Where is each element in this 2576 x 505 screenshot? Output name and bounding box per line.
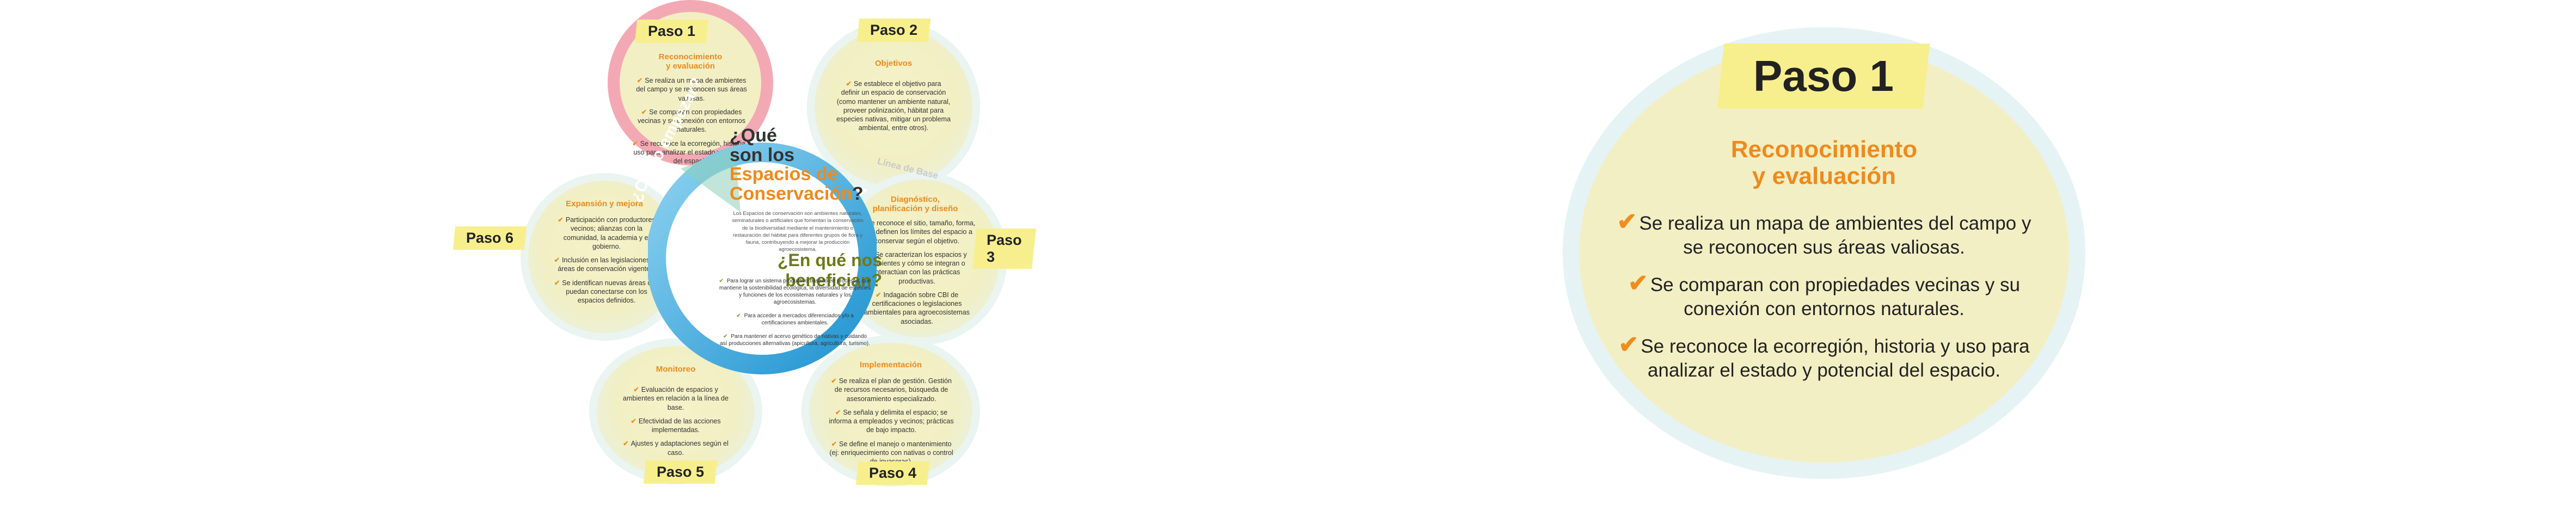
- step-3-tag: Paso 3: [972, 229, 1036, 269]
- step-4-item: ✔Se señala y delimita el espacio; se inf…: [829, 408, 954, 434]
- step-4-tag: Paso 4: [855, 461, 930, 485]
- step-1-bubble[interactable]: Paso 1 Reconocimiento y evaluación ✔Se r…: [620, 12, 761, 165]
- zoom-item: ✔Se realiza un mapa de ambientes del cam…: [1617, 208, 2032, 258]
- step-5-title: Monitoreo: [656, 365, 696, 374]
- zoom-bubble[interactable]: [1579, 44, 2069, 463]
- step-2-title: Objetivos: [874, 59, 913, 68]
- check-icon: ✔: [637, 77, 643, 84]
- center-question-2: ¿En qué nos benefician?: [778, 250, 882, 290]
- step-6-item: ✔Se identifican nuevas áreas que puedan …: [554, 279, 659, 305]
- check-icon: ✔: [1628, 270, 1648, 297]
- check-icon: ✔: [641, 108, 647, 116]
- zoom-title-line1: Reconocimiento: [1730, 136, 1918, 163]
- zoom-tag: Paso 1: [1717, 44, 1930, 109]
- step-2-tag: Paso 2: [856, 19, 931, 42]
- center-question-mark: ?: [852, 183, 864, 205]
- check-icon: ✔: [632, 139, 638, 147]
- step-5-item: ✔Evaluación de espacios y ambientes en r…: [623, 386, 729, 411]
- pointer-wedge: [681, 147, 741, 212]
- check-icon: ✔: [736, 313, 741, 319]
- check-icon: ✔: [831, 377, 837, 385]
- step-6-bubble[interactable]: Paso 6 Expansión y mejora ✔Participación…: [452, 181, 681, 333]
- check-icon: ✔: [1617, 208, 1637, 235]
- infographic: Paso 1 Reconocimiento y evaluación ✔Se r…: [446, 0, 1067, 505]
- step-6-tag: Paso 6: [452, 226, 527, 250]
- check-icon: ✔: [631, 417, 637, 425]
- benefit-item: ✔Para acceder a mercados diferenciados y…: [736, 313, 854, 326]
- cycle-ring: [648, 143, 877, 374]
- step-2-item: ✔Se establece el objetivo para definir u…: [836, 80, 951, 132]
- check-icon: ✔: [723, 334, 728, 340]
- step-5-tag: Paso 5: [643, 460, 718, 484]
- check-icon: ✔: [623, 440, 629, 448]
- step-4-bubble[interactable]: Implementación ✔Se realiza el plan de ge…: [809, 343, 972, 485]
- step-5-item: ✔Ajustes y adaptaciones según el caso.: [623, 440, 729, 457]
- check-icon: ✔: [846, 80, 852, 88]
- benefit-item: ✔Para mantener el acervo genético de nat…: [720, 334, 870, 347]
- step-1-title-line1: Reconocimiento: [658, 52, 723, 61]
- step-3-title-line1: Diagnóstico,: [890, 195, 940, 204]
- check-icon: ✔: [1618, 331, 1639, 359]
- step-6-title: Expansión y mejora: [566, 199, 643, 208]
- step-3-title-line2: planificación y diseño: [872, 204, 958, 214]
- step-6-item: ✔Participación con productores vecinos; …: [558, 216, 656, 250]
- check-icon: ✔: [558, 216, 564, 224]
- center-highlight: Espacios de Conservación: [730, 164, 852, 205]
- step-6-item: ✔Inclusión en las legislaciones de áreas…: [554, 256, 659, 273]
- step-5-bubble[interactable]: Monitoreo ✔Evaluación de espacios y ambi…: [597, 346, 755, 484]
- zoom-item: ✔Se comparan con propiedades vecinas y s…: [1628, 270, 2020, 320]
- center-definition: Los Espacios de conservación son ambient…: [732, 211, 864, 253]
- step-1-item: ✔Se realiza un mapa de ambientes del cam…: [636, 77, 747, 102]
- check-icon: ✔: [554, 279, 560, 287]
- zoom-title-line2: y evaluación: [1752, 163, 1896, 190]
- step-5-item: ✔Efectividad de las acciones implementad…: [631, 417, 721, 434]
- step-1-item: ✔Se comparan con propiedades vecinas y s…: [637, 108, 746, 134]
- step-1-title-line2: y evaluación: [665, 61, 715, 71]
- step-4-title: Implementación: [859, 360, 922, 369]
- center-question-1: ¿Qué son los: [730, 125, 795, 165]
- check-icon: ✔: [835, 408, 841, 416]
- check-icon: ✔: [719, 278, 724, 284]
- check-icon: ✔: [831, 440, 837, 448]
- check-icon: ✔: [875, 291, 882, 299]
- step-3-item: ✔Indagación sobre CBI de certificaciones…: [864, 291, 970, 325]
- zoom-item: ✔Se reconoce la ecorregión, historia y u…: [1618, 331, 2030, 381]
- benefit-item: ✔Para lograr un sistema productivo basad…: [719, 278, 871, 305]
- step-2-bubble[interactable]: Paso 2 Objetivos ✔Se establece el objeti…: [815, 19, 972, 186]
- check-icon: ✔: [554, 256, 560, 264]
- step-4-item: ✔Se realiza el plan de gestión. Gestión …: [831, 377, 952, 403]
- step-3-item: ✔Se caracterizan los espacios y ambiente…: [857, 250, 977, 286]
- check-icon: ✔: [633, 386, 639, 393]
- step-1-tag: Paso 1: [634, 20, 709, 43]
